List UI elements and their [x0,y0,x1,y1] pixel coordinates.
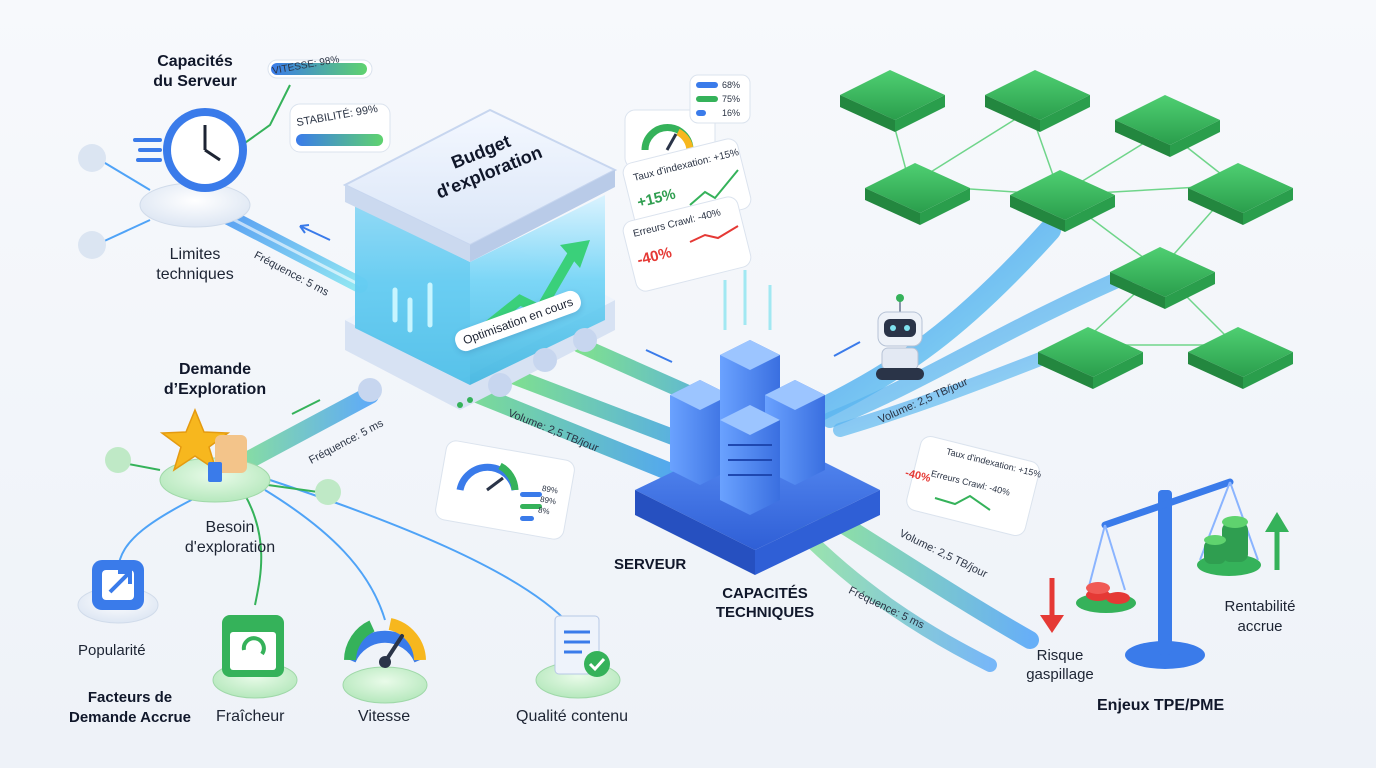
server-rack-icon [720,405,780,515]
server-rack-icon [670,380,730,485]
freshness-label: Fraîcheur [216,708,285,725]
webpage-icon [1115,95,1220,157]
crawler-robot-icon [876,294,924,380]
top-bar-value: 16% [722,108,741,118]
valve-icon [358,378,382,402]
factors-title: Facteurs de Demande Accrue [50,688,210,728]
popularity-icon [77,560,159,624]
popularity-label: Popularité [78,642,146,659]
balance-scale-icon [1076,478,1261,669]
crawl-errors-card [622,196,752,292]
node-dot [315,479,341,505]
speed-factor-label: Vitesse [358,708,411,725]
webpage-icon [840,70,945,132]
webpage-icon [1038,327,1143,389]
server-label: SERVEUR [614,556,687,573]
technical-capacities-line2: TECHNIQUES [715,604,815,621]
technical-limits-line1: Limites [169,246,221,263]
technical-limits-label: Limites techniques [140,245,250,285]
factors-title-line2: Demande Accrue [69,709,191,726]
top-bar-value: 75% [722,94,741,104]
lower-gauge-card [435,440,575,540]
demand-title-line1: Demande [178,361,252,378]
webpage-icon [985,70,1090,132]
crawl-need-line2: d'exploration [184,539,276,556]
freshness-icon [212,615,298,699]
top-bar-value: 68% [722,80,741,90]
waste-risk-label: Risque gaspillage [1020,646,1100,684]
factors-title-line1: Facteurs de [87,689,173,706]
content-quality-icon [535,615,621,699]
green-coins-icon [1204,516,1248,564]
top-bars-values: 68% 75% 16% [722,78,740,120]
profitability-line2: accrue [1237,618,1283,635]
technical-capacities-line1: CAPACITÉS [722,585,808,602]
valve-icon [488,373,512,397]
profitability-label: Rentabilité accrue [1210,597,1310,637]
arrow-up-icon [1265,512,1289,570]
stakes-title: Enjeux TPE/PME [1097,697,1225,714]
demand-title: Demande d’Exploration [140,360,290,400]
crawl-need-line1: Besoin [205,519,255,536]
stability-bar [289,103,391,153]
webpage-icon [1110,247,1215,309]
quality-label: Qualité contenu [516,708,629,725]
stopwatch-icon [133,108,247,192]
webpage-icon [1010,170,1115,232]
demand-cluster [105,408,341,505]
arrow-down-icon [1040,578,1064,633]
webpage-icon [1188,327,1293,389]
star-like-icon [159,408,247,482]
top-bars-card [689,74,751,124]
technical-capacities-label: CAPACITÉS TECHNIQUES [690,584,840,622]
speed-gauge-icon [342,618,428,704]
server-icon [635,270,880,575]
technical-limits-line2: techniques [156,266,234,283]
valve-icon [573,328,597,352]
server-capacity-cluster [78,108,251,259]
profitability-line1: Rentabilité [1224,598,1296,615]
waste-risk-line2: gaspillage [1026,666,1094,683]
crawl-need-label: Besoin d'exploration [165,518,295,558]
website-network [840,70,1293,389]
server-capacity-title-line1: Capacités [157,53,233,70]
red-coins-icon [1086,582,1130,604]
demand-title-line2: d’Exploration [163,381,267,398]
node-dot [105,447,131,473]
lower-stats-card [906,435,1040,537]
node-dot [78,144,106,172]
webpage-icon [1188,163,1293,225]
server-capacity-title-line2: du Serveur [153,73,237,90]
waste-risk-line1: Risque [1036,647,1084,664]
valve-icon [533,348,557,372]
node-dot [78,231,106,259]
speed-bar [267,59,373,79]
webpage-icon [865,163,970,225]
server-capacity-title: Capacités du Serveur [130,52,260,92]
